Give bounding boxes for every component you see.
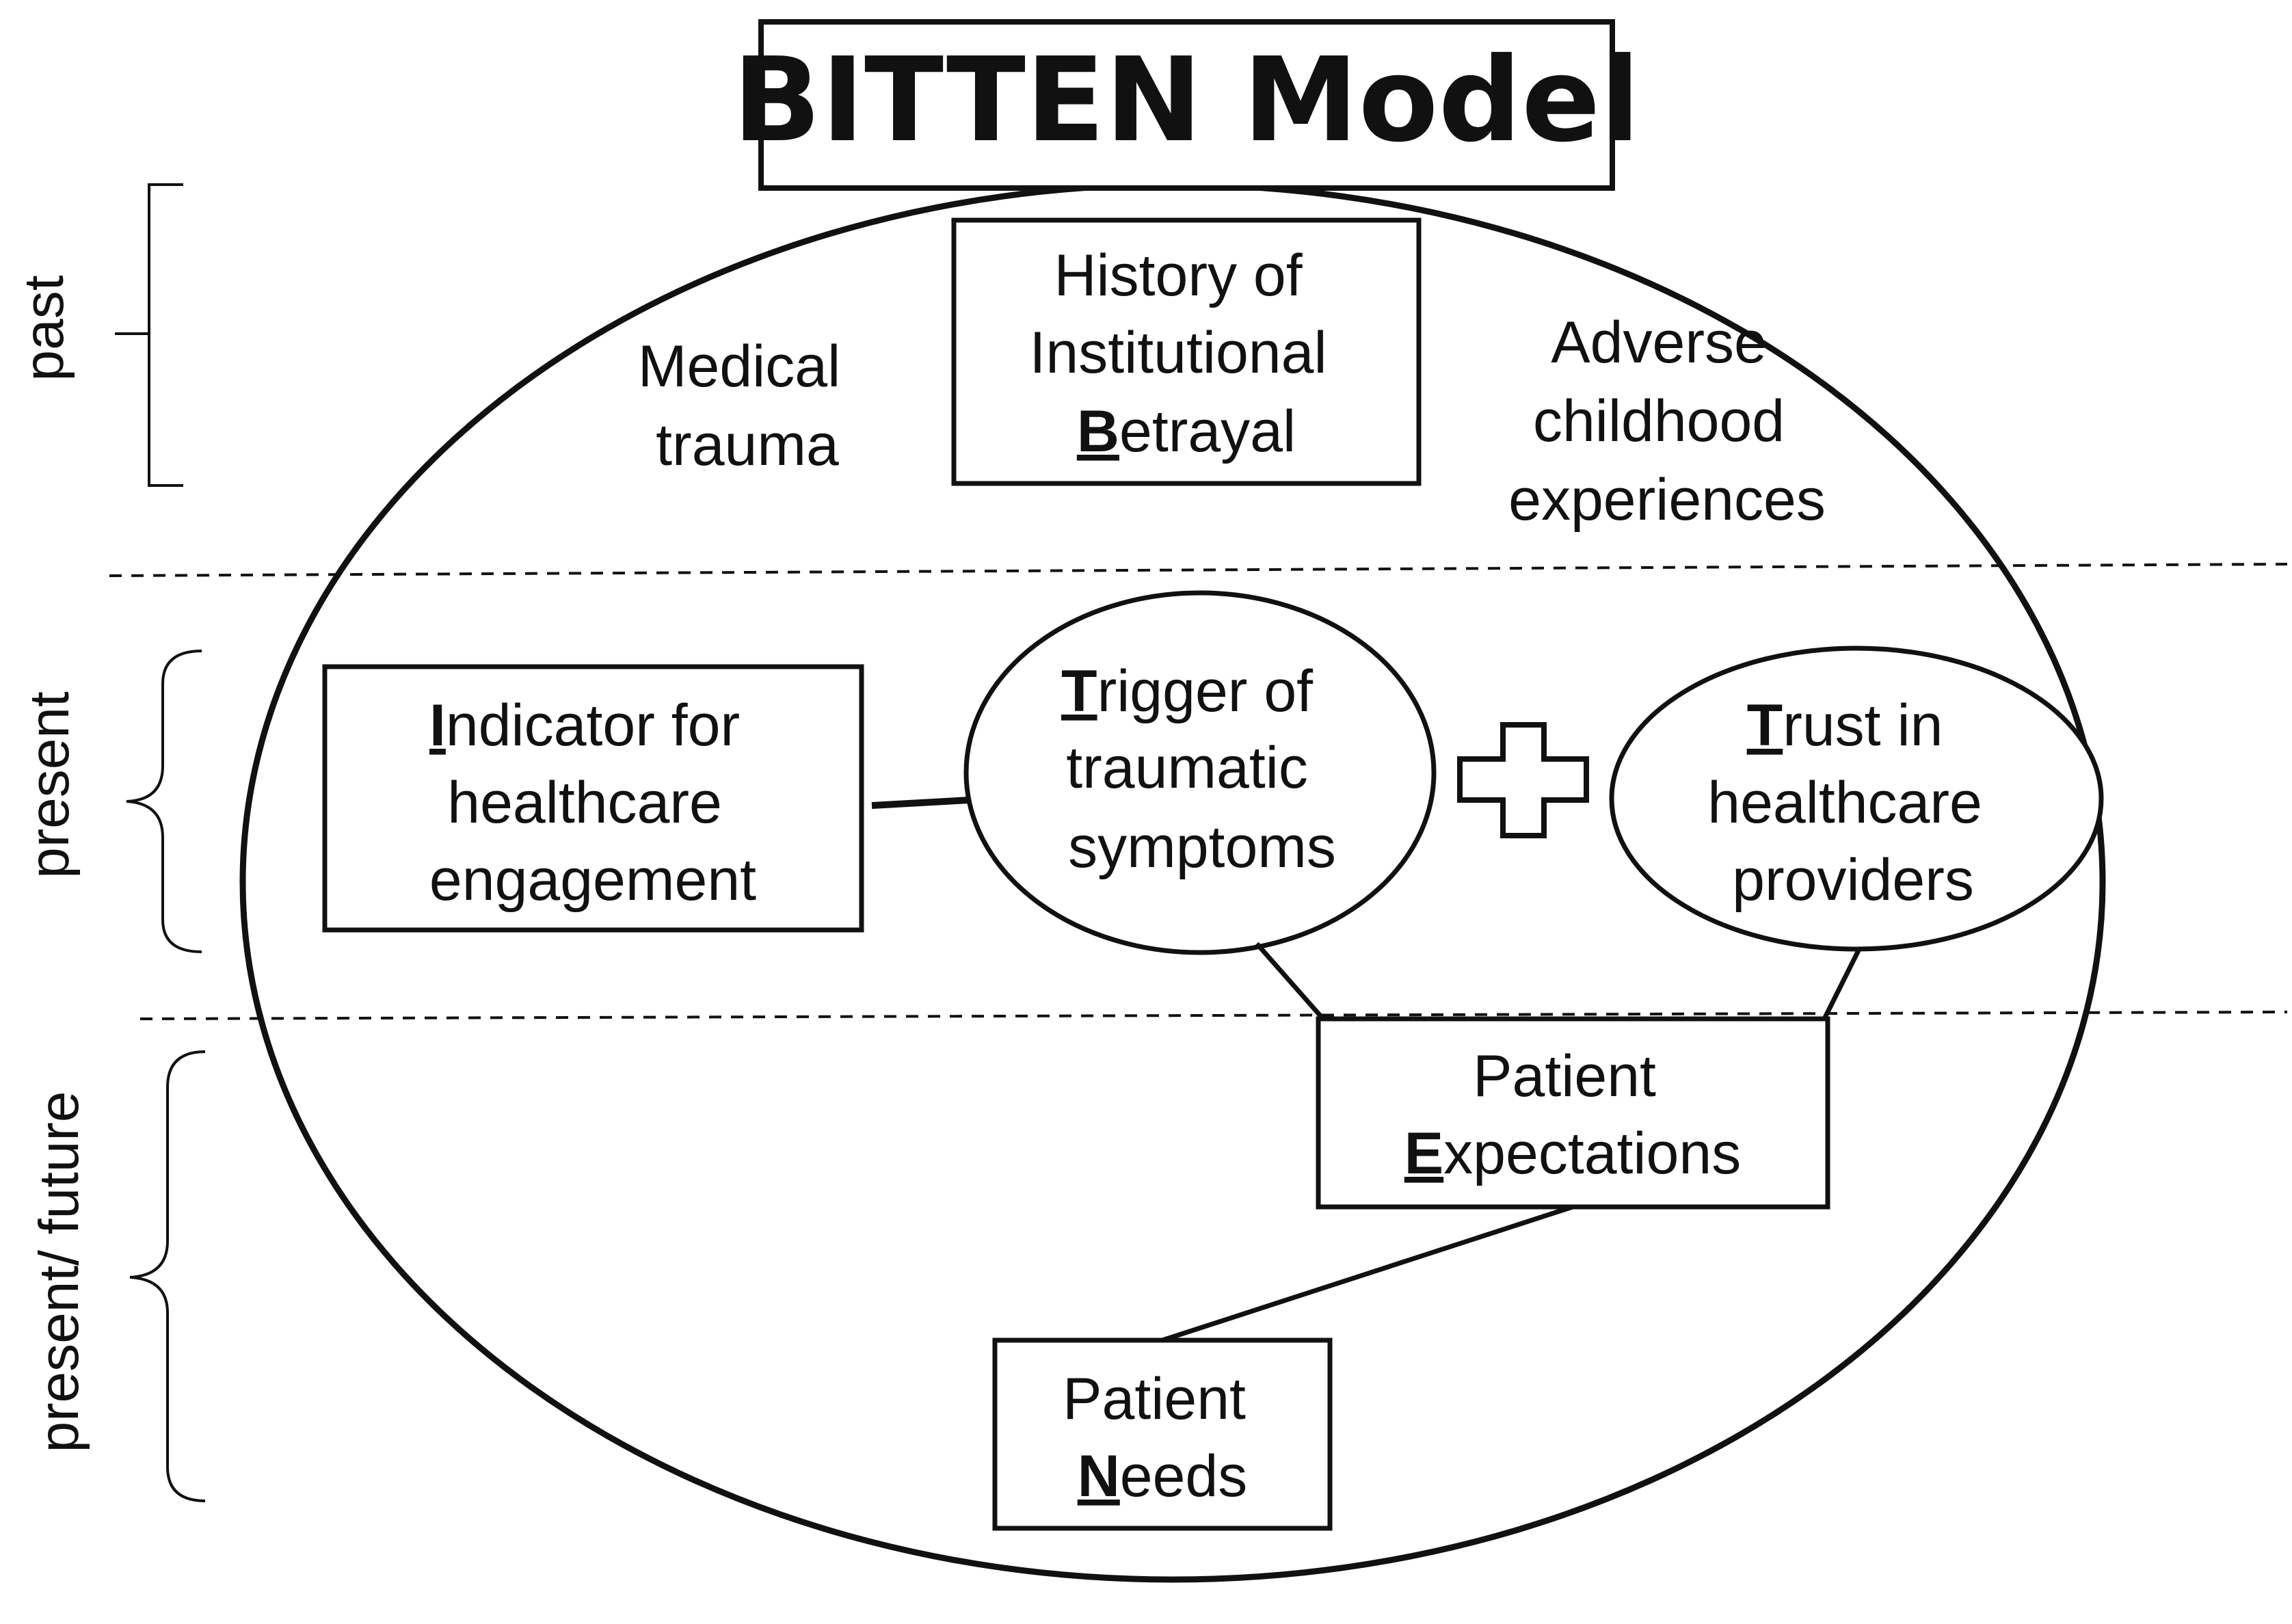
- title-box: [758, 19, 1615, 191]
- trigger-ellipse: [963, 590, 1437, 955]
- expectations-box: [1316, 1016, 1830, 1210]
- indicator-box: [322, 664, 864, 933]
- period-label-present: present: [18, 691, 81, 879]
- trust-expectations-connector: [1822, 949, 1861, 1020]
- period-label-past: past: [13, 275, 75, 381]
- needs-box: [992, 1337, 1333, 1531]
- needs-text: Patient Needs: [1063, 1366, 1262, 1509]
- trigger-text: Trigger of traumatic symptoms: [1061, 658, 1336, 880]
- medical-trauma-text: Medical trauma: [638, 334, 857, 478]
- betrayal-text: History of Institutional Betrayal: [1030, 243, 1344, 464]
- indicator-text: Indicator for healthcare engagement: [429, 693, 756, 913]
- trust-ellipse: [1609, 645, 2104, 952]
- past-present-divider: [109, 563, 2288, 577]
- expectations-needs-connector: [1161, 1204, 1574, 1343]
- page-title: BITTEN Model: [732, 33, 1640, 168]
- present-bracket: [126, 650, 202, 953]
- trust-text: Trust in healthcare providers: [1707, 693, 1999, 913]
- future-bracket: [129, 1050, 206, 1502]
- present-future-divider: [139, 1011, 2288, 1020]
- adverse-childhood-text: Adverse childhood experiences: [1508, 310, 1826, 533]
- period-label-future: present/ future: [28, 1091, 90, 1453]
- plus-shape: [1457, 722, 1589, 838]
- past-bracket: [115, 183, 183, 487]
- trigger-expectations-connector: [1255, 942, 1325, 1021]
- indicator-trigger-connector: [871, 797, 970, 809]
- betrayal-box: [951, 217, 1422, 486]
- expectations-text: Patient Expectations: [1404, 1043, 1741, 1186]
